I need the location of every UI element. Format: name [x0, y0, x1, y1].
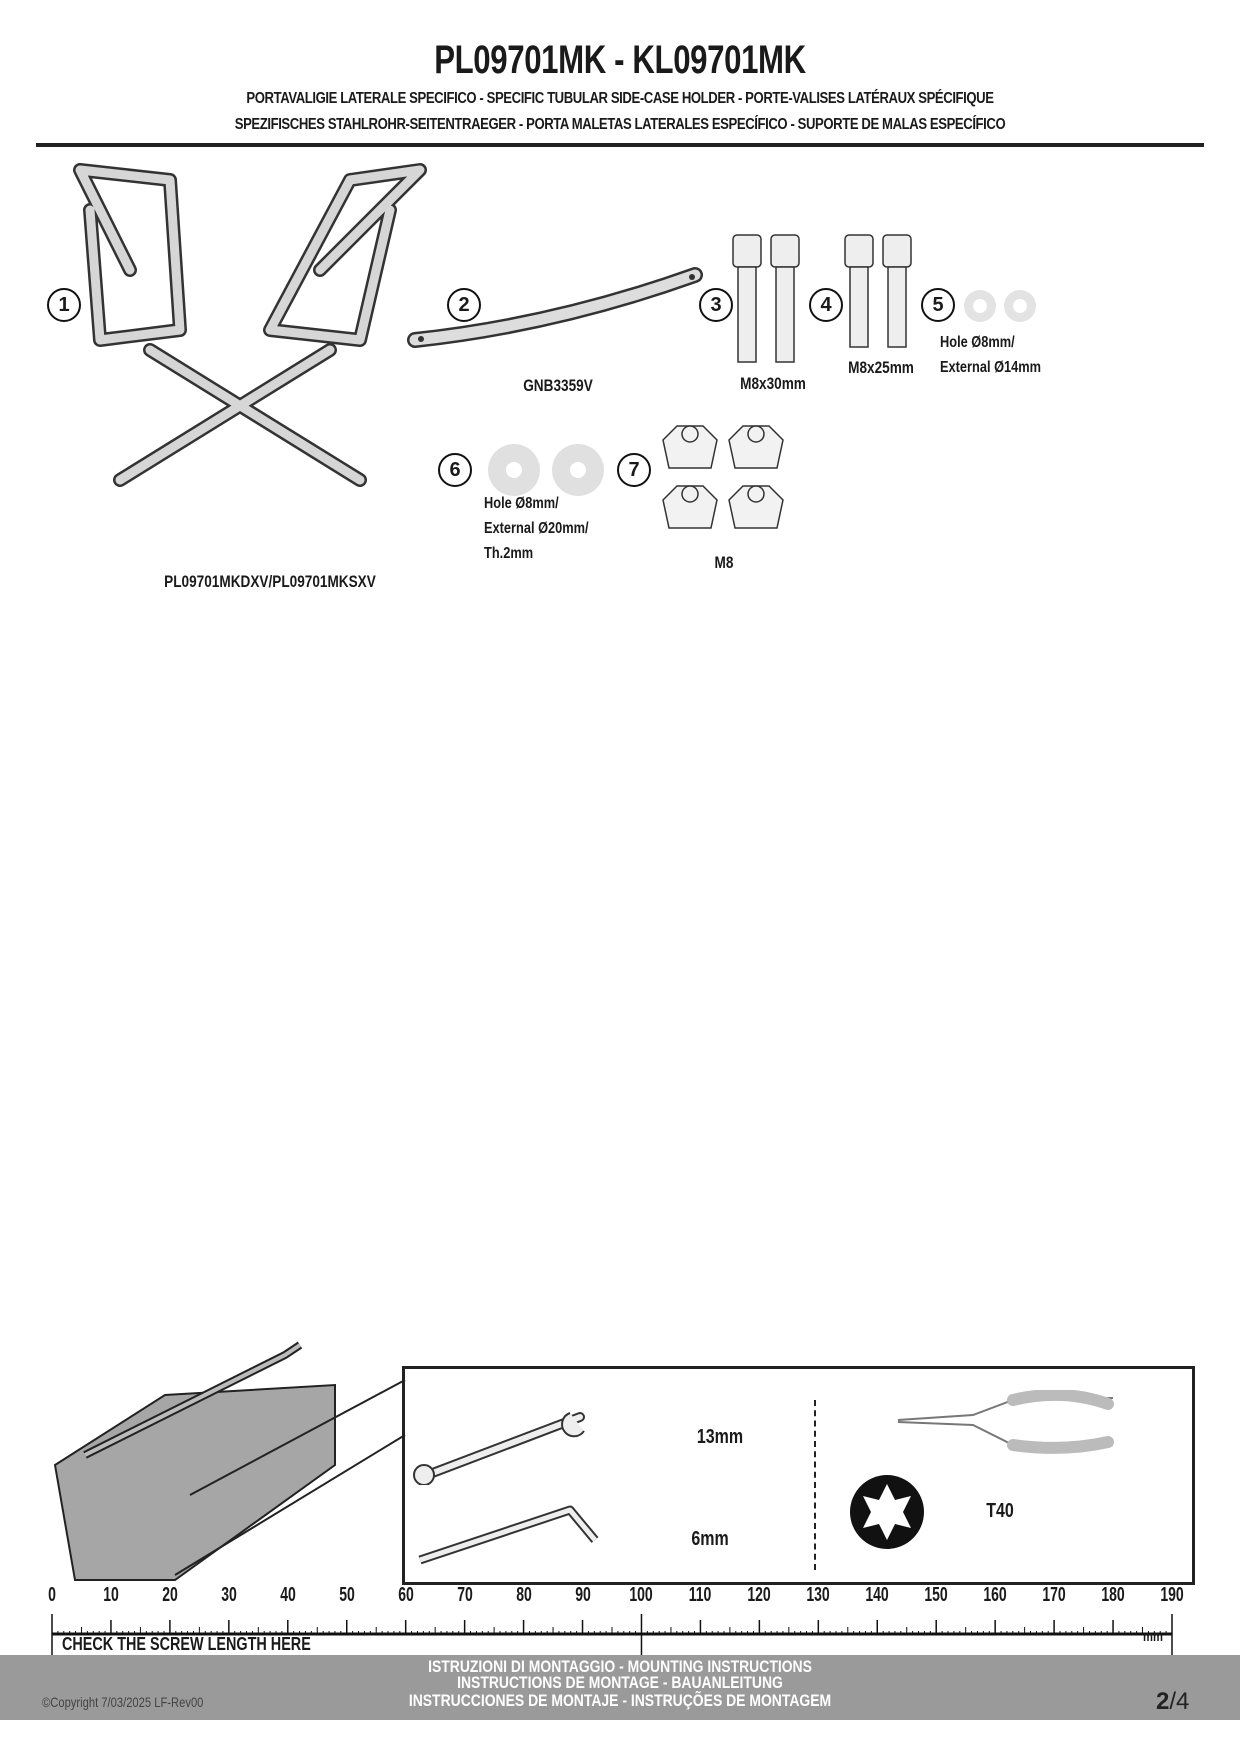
toolbox-illustration: [53, 1341, 406, 1581]
part-number-7: 7: [617, 453, 651, 487]
ruler-caption: CHECK THE SCREW LENGTH HERE: [62, 1634, 311, 1654]
footer-line-2: INSTRUCTIONS DE MONTAGE - BAUANLEITUNG: [457, 1673, 783, 1692]
ruler-label: 30: [221, 1584, 237, 1606]
ruler-label: 190: [1160, 1584, 1184, 1606]
nuts-illustration: [662, 425, 784, 529]
ruler-label: 90: [574, 1584, 591, 1606]
footer-bar: [0, 1655, 1240, 1720]
hex-key-size-label: 6mm: [691, 1528, 729, 1550]
page-indicator: 2/4: [1156, 1688, 1189, 1716]
ruler-label: 40: [279, 1584, 296, 1606]
part-number-2: 2: [447, 288, 481, 322]
ruler-label: 140: [865, 1584, 889, 1606]
part-number-5: 5: [921, 288, 955, 322]
ruler-label: 130: [806, 1584, 830, 1606]
ruler-unit: mm: [1143, 1628, 1163, 1644]
small-washers-illustration: [964, 290, 1036, 322]
footer-line-3: INSTRUCCIONES DE MONTAJE - INSTRUÇÕES DE…: [408, 1691, 832, 1710]
part-3-label: M8x30mm: [740, 374, 806, 393]
page-current: 2: [1156, 1688, 1170, 1715]
large-washers-illustration: [488, 444, 604, 496]
footer-line-1: ISTRUZIONI DI MONTAGGIO - MOUNTING INSTR…: [428, 1657, 812, 1676]
ruler-label: 50: [338, 1584, 355, 1606]
hex-key-icon: [418, 1505, 599, 1565]
ruler-label: 0: [48, 1584, 56, 1606]
ruler-label: 110: [689, 1584, 712, 1606]
ruler-label: 10: [103, 1584, 119, 1606]
part-number-6: 6: [438, 453, 472, 487]
part-number-1: 1: [47, 288, 81, 322]
ruler-label: 100: [629, 1584, 654, 1606]
part-5-label-line-1: Hole Ø8mm/: [940, 334, 1015, 351]
wrench-icon: [413, 1412, 585, 1485]
pliers-icon: [897, 1390, 1114, 1454]
torx-size-label: T40: [986, 1500, 1014, 1522]
torx-icon: [850, 1475, 924, 1549]
part-number-3: 3: [699, 288, 733, 322]
subtitle-line-1: PORTAVALIGIE LATERALE SPECIFICO - SPECIF…: [246, 90, 994, 107]
document-title: PL09701MK - KL09701MK: [434, 38, 806, 82]
ruler-label: 80: [515, 1584, 532, 1606]
ruler-label: 150: [924, 1584, 948, 1606]
ruler-label: 170: [1042, 1584, 1066, 1606]
ruler-label: 180: [1101, 1584, 1125, 1606]
tools-divider: [814, 1400, 816, 1570]
part-4-label: M8x25mm: [848, 358, 914, 377]
ruler-scale: [51, 1614, 1173, 1656]
part-2-label: GNB3359V: [523, 376, 593, 395]
ruler-label: 70: [456, 1584, 473, 1606]
subtitle-line-2: SPEZIFISCHES STAHLROHR-SEITENTRAEGER - P…: [234, 116, 1006, 133]
part-6-label-line-2: External Ø20mm/: [484, 520, 589, 537]
ruler-label: 160: [983, 1584, 1007, 1606]
page-total: /4: [1169, 1688, 1190, 1715]
strap-illustration: [407, 267, 703, 348]
side-frame-illustration: [73, 163, 427, 487]
copyright-text: ©Copyright 7/03/2025 LF-Rev00: [42, 1694, 204, 1710]
part-7-label: M8: [714, 553, 734, 572]
wrench-size-label: 13mm: [696, 1426, 744, 1448]
part-5-label-line-2: External Ø14mm: [940, 359, 1042, 376]
part-number-4: 4: [809, 288, 843, 322]
ruler-label: 120: [747, 1584, 772, 1606]
bolts-illustration: [732, 234, 912, 363]
ruler-label: 20: [162, 1584, 178, 1606]
header-divider: [36, 143, 1204, 147]
part-6-label-line-3: Th.2mm: [484, 545, 534, 562]
part-6-label-line-1: Hole Ø8mm/: [484, 495, 559, 512]
part-1-label: PL09701MKDXV/PL09701MKSXV: [164, 572, 376, 591]
ruler-label: 60: [397, 1584, 414, 1606]
tools-panel: [402, 1366, 1195, 1585]
